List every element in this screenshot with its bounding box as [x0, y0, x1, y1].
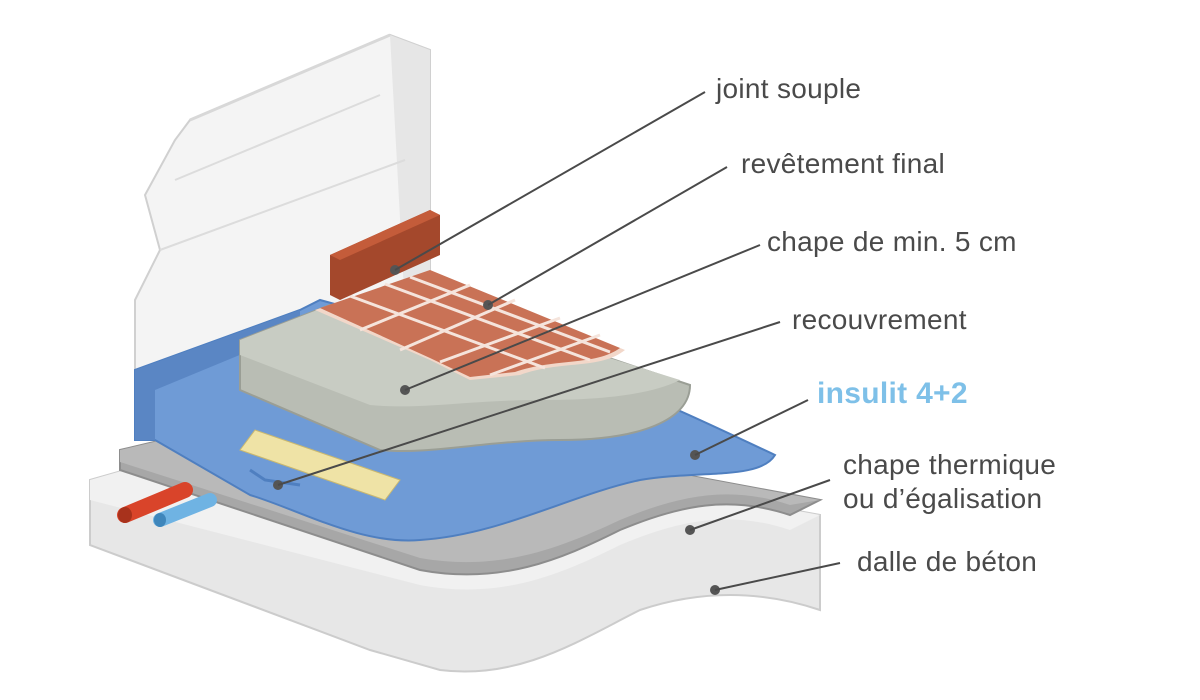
label-insulit: insulit 4+2 — [817, 377, 968, 410]
label-chape-thermique-line2: ou d’égalisation — [843, 483, 1043, 514]
tiles — [315, 270, 625, 380]
label-revetement-final: revêtement final — [741, 148, 946, 179]
leader-lines — [277, 91, 841, 591]
label-chape-thermique-line1: chape thermique — [843, 449, 1057, 480]
label-joint-souple: joint souple — [716, 73, 862, 104]
label-chape-min: chape de min. 5 cm — [767, 226, 1017, 257]
label-chape-thermique: chape thermique ou d’égalisation — [843, 448, 1143, 516]
label-recouvrement: recouvrement — [792, 304, 967, 335]
heating-pipes — [117, 482, 217, 527]
label-dalle-beton: dalle de béton — [857, 546, 1038, 577]
